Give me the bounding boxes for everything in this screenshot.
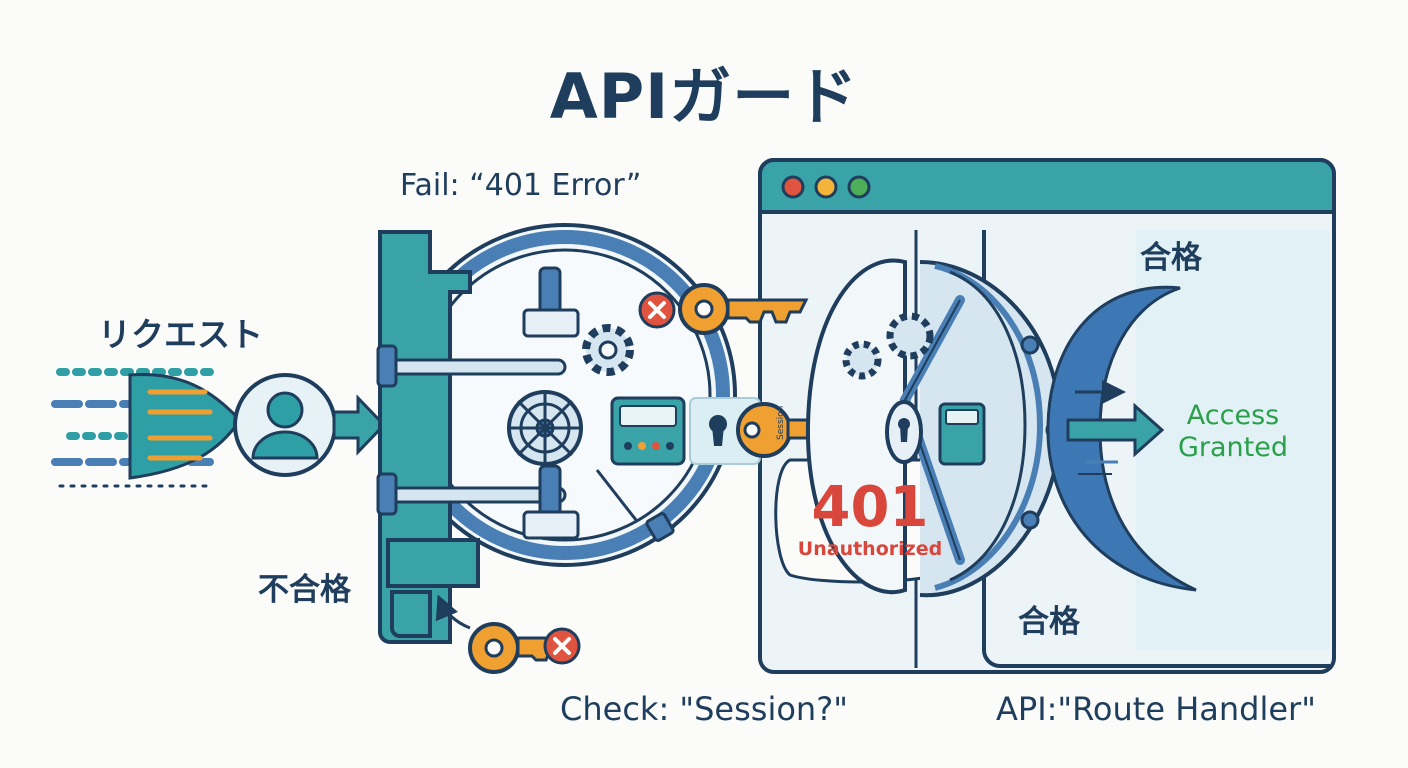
window-maximize-dot	[847, 175, 871, 199]
rejected-key-bottom-icon	[468, 622, 581, 674]
user-icon	[233, 373, 337, 477]
rejected-key-top-icon	[678, 283, 809, 335]
pass-label-bottom: 合格	[1018, 604, 1080, 640]
request-label: リクエスト	[98, 315, 263, 354]
pass-label-top: 合格	[1140, 240, 1202, 276]
open-vault-door-icon	[805, 258, 1065, 598]
vault-wheel-icon	[507, 390, 583, 466]
reject-label: 不合格	[258, 572, 351, 608]
fail-label: Fail: “401 Error”	[400, 168, 642, 203]
access-granted-line2: Granted	[1177, 432, 1289, 463]
cross-icon	[638, 291, 676, 329]
window-close-dot	[781, 175, 805, 199]
access-granted-line1: Access	[1186, 400, 1280, 431]
error-text-label: Unauthorized	[797, 538, 943, 560]
vault-door-icon	[376, 223, 737, 644]
gear-icon	[582, 324, 634, 376]
page-title: APIガード	[549, 60, 859, 133]
error-code-label: 401	[811, 475, 929, 540]
request-stream-icon	[51, 368, 242, 488]
window-minimize-dot	[814, 175, 838, 199]
session-key-text: Session	[776, 405, 786, 440]
access-arrows-icon	[1066, 380, 1165, 475]
access-granted-label: Access Granted	[1168, 400, 1298, 464]
arrow-right-icon	[332, 394, 387, 456]
check-label: Check: "Session?"	[560, 690, 848, 728]
api-label: API:"Route Handler"	[996, 690, 1316, 728]
keypad-panel-icon	[610, 396, 686, 466]
